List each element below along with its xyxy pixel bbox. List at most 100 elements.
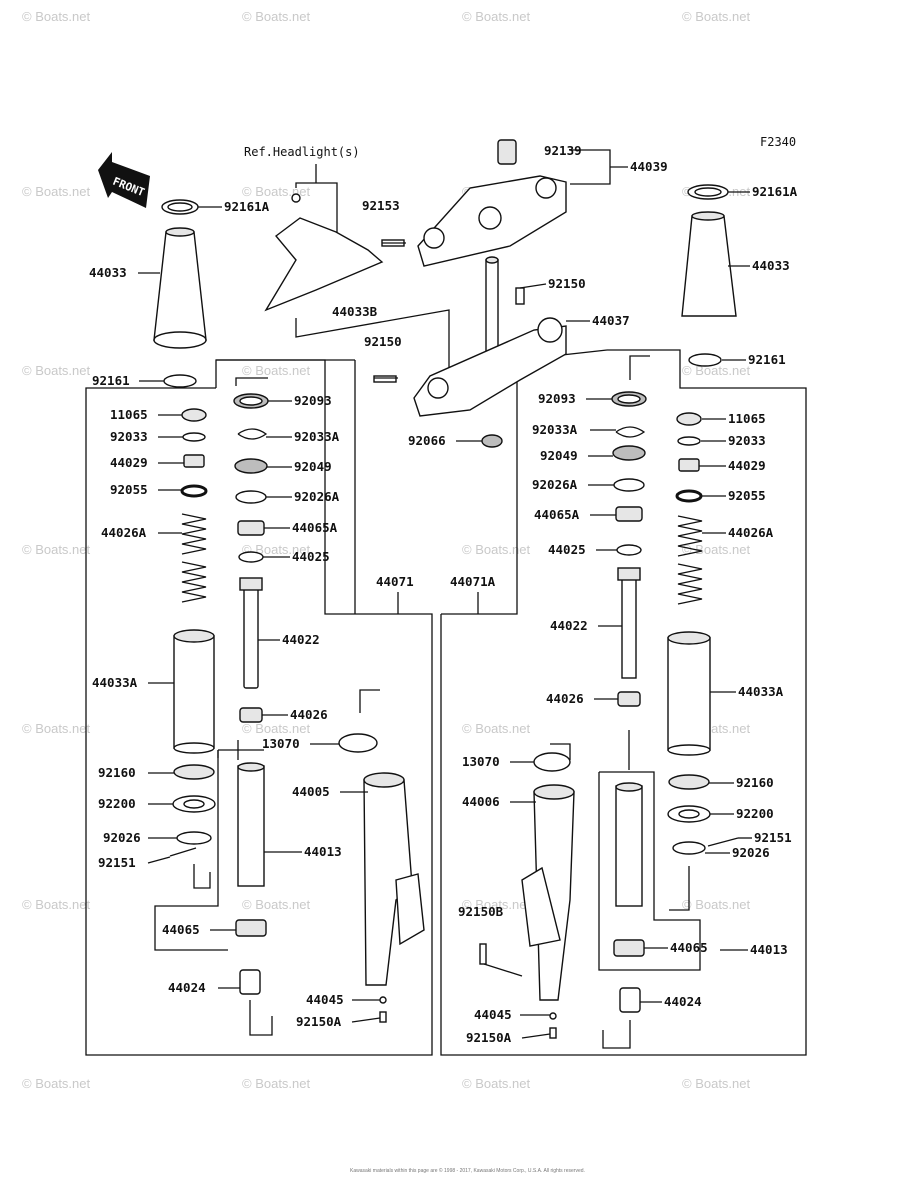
part-label: 92026 bbox=[103, 830, 141, 845]
svg-text:© Boats.net: © Boats.net bbox=[682, 1076, 751, 1091]
part-label: 92161A bbox=[224, 199, 270, 214]
part-label: 44024 bbox=[664, 994, 702, 1009]
part-label: 92093 bbox=[294, 393, 332, 408]
part-label: 92161A bbox=[752, 184, 798, 199]
part-label: 13070 bbox=[462, 754, 500, 769]
part-label: 44026 bbox=[290, 707, 328, 722]
part-label: 92033A bbox=[294, 429, 340, 444]
part-label: 92150 bbox=[548, 276, 586, 291]
part-label: 44029 bbox=[728, 458, 766, 473]
part-label: 44033A bbox=[92, 675, 138, 690]
right-outer-tube-icon bbox=[479, 743, 575, 1039]
part-label: 92161 bbox=[748, 352, 786, 367]
part-label: 44006 bbox=[462, 794, 500, 809]
part-label: 92150B bbox=[458, 904, 504, 919]
left-spring-icon bbox=[181, 513, 207, 603]
part-label: 92055 bbox=[110, 482, 148, 497]
part-label: 92026A bbox=[294, 489, 340, 504]
part-label: 44071A bbox=[450, 574, 496, 589]
part-labels: 92161A 44033 92161 11065 92033 44029 920… bbox=[89, 143, 798, 1045]
right-inner-parts bbox=[598, 355, 701, 1049]
svg-text:© Boats.net: © Boats.net bbox=[682, 9, 751, 24]
svg-text:© Boats.net: © Boats.net bbox=[22, 184, 91, 199]
part-label: 44026A bbox=[101, 525, 147, 540]
part-label: 92049 bbox=[294, 459, 332, 474]
part-label: 44033A bbox=[738, 684, 784, 699]
part-label: 92160 bbox=[736, 775, 774, 790]
svg-text:© Boats.net: © Boats.net bbox=[462, 9, 531, 24]
part-label: 92150A bbox=[296, 1014, 342, 1029]
part-label: 92200 bbox=[736, 806, 774, 821]
part-label: 92150 bbox=[364, 334, 402, 349]
part-label: 92026 bbox=[732, 845, 770, 860]
part-label: 44037 bbox=[592, 313, 630, 328]
part-label: 92049 bbox=[540, 448, 578, 463]
part-label: 44013 bbox=[304, 844, 342, 859]
part-label: 92055 bbox=[728, 488, 766, 503]
top-clamp-parts bbox=[264, 139, 567, 448]
svg-text:© Boats.net: © Boats.net bbox=[242, 721, 311, 736]
part-label: 44024 bbox=[168, 980, 206, 995]
part-label: 44026A bbox=[728, 525, 774, 540]
part-label: 44033B bbox=[332, 304, 378, 319]
left-inner-parts bbox=[154, 377, 273, 1036]
left-outer-tube-icon bbox=[338, 689, 425, 1023]
part-label: 44022 bbox=[550, 618, 588, 633]
part-label: 44071 bbox=[376, 574, 414, 589]
svg-text:© Boats.net: © Boats.net bbox=[242, 9, 311, 24]
figure-code: F2340 bbox=[760, 135, 796, 149]
part-label: 44065A bbox=[534, 507, 580, 522]
part-label: 92033 bbox=[110, 429, 148, 444]
svg-text:© Boats.net: © Boats.net bbox=[462, 1076, 531, 1091]
part-label: 11065 bbox=[110, 407, 148, 422]
part-label: 11065 bbox=[728, 411, 766, 426]
ref-headlight-note: Ref.Headlight(s) bbox=[244, 145, 360, 159]
svg-text:© Boats.net: © Boats.net bbox=[22, 721, 91, 736]
part-label: 44065 bbox=[162, 922, 200, 937]
part-label: 92150A bbox=[466, 1030, 512, 1045]
part-label: 92033A bbox=[532, 422, 578, 437]
copyright-note: Kawasaki materials within this page are … bbox=[350, 1167, 585, 1174]
leader-lines bbox=[138, 191, 752, 1039]
part-label: 92026A bbox=[532, 477, 578, 492]
svg-text:© Boats.net: © Boats.net bbox=[462, 542, 531, 557]
part-label: 44029 bbox=[110, 455, 148, 470]
part-label: 44022 bbox=[282, 632, 320, 647]
part-label: 44033 bbox=[752, 258, 790, 273]
part-label: 44025 bbox=[548, 542, 586, 557]
part-label: 44033 bbox=[89, 265, 127, 280]
front-arrow-icon: FRONT bbox=[98, 152, 150, 208]
part-label: 92139 bbox=[544, 143, 582, 158]
part-label: 92066 bbox=[408, 433, 446, 448]
part-label: 44039 bbox=[630, 159, 668, 174]
right-outer-parts bbox=[667, 184, 739, 911]
svg-text:© Boats.net: © Boats.net bbox=[242, 363, 311, 378]
svg-text:© Boats.net: © Boats.net bbox=[22, 1076, 91, 1091]
svg-text:© Boats.net: © Boats.net bbox=[242, 1076, 311, 1091]
part-label: 44065 bbox=[670, 940, 708, 955]
right-spring-icon bbox=[677, 515, 703, 605]
part-label: 92093 bbox=[538, 391, 576, 406]
part-label: 92161 bbox=[92, 373, 130, 388]
svg-text:© Boats.net: © Boats.net bbox=[462, 897, 531, 912]
svg-text:© Boats.net: © Boats.net bbox=[22, 897, 91, 912]
part-label: 44026 bbox=[546, 691, 584, 706]
part-label: 44013 bbox=[750, 942, 788, 957]
part-label: 44065A bbox=[292, 520, 338, 535]
svg-text:© Boats.net: © Boats.net bbox=[242, 897, 311, 912]
svg-text:© Boats.net: © Boats.net bbox=[682, 897, 751, 912]
part-label: 92153 bbox=[362, 198, 400, 213]
part-label: 13070 bbox=[262, 736, 300, 751]
svg-text:© Boats.net: © Boats.net bbox=[682, 363, 751, 378]
part-label: 92160 bbox=[98, 765, 136, 780]
svg-text:© Boats.net: © Boats.net bbox=[682, 542, 751, 557]
part-label: 92151 bbox=[754, 830, 792, 845]
svg-text:© Boats.net: © Boats.net bbox=[22, 9, 91, 24]
part-label: 44045 bbox=[474, 1007, 512, 1022]
part-label: 92033 bbox=[728, 433, 766, 448]
left-outer-parts bbox=[153, 199, 216, 889]
part-label: 44025 bbox=[292, 549, 330, 564]
svg-text:© Boats.net: © Boats.net bbox=[22, 542, 91, 557]
assembly-frame-lines bbox=[85, 149, 807, 1056]
